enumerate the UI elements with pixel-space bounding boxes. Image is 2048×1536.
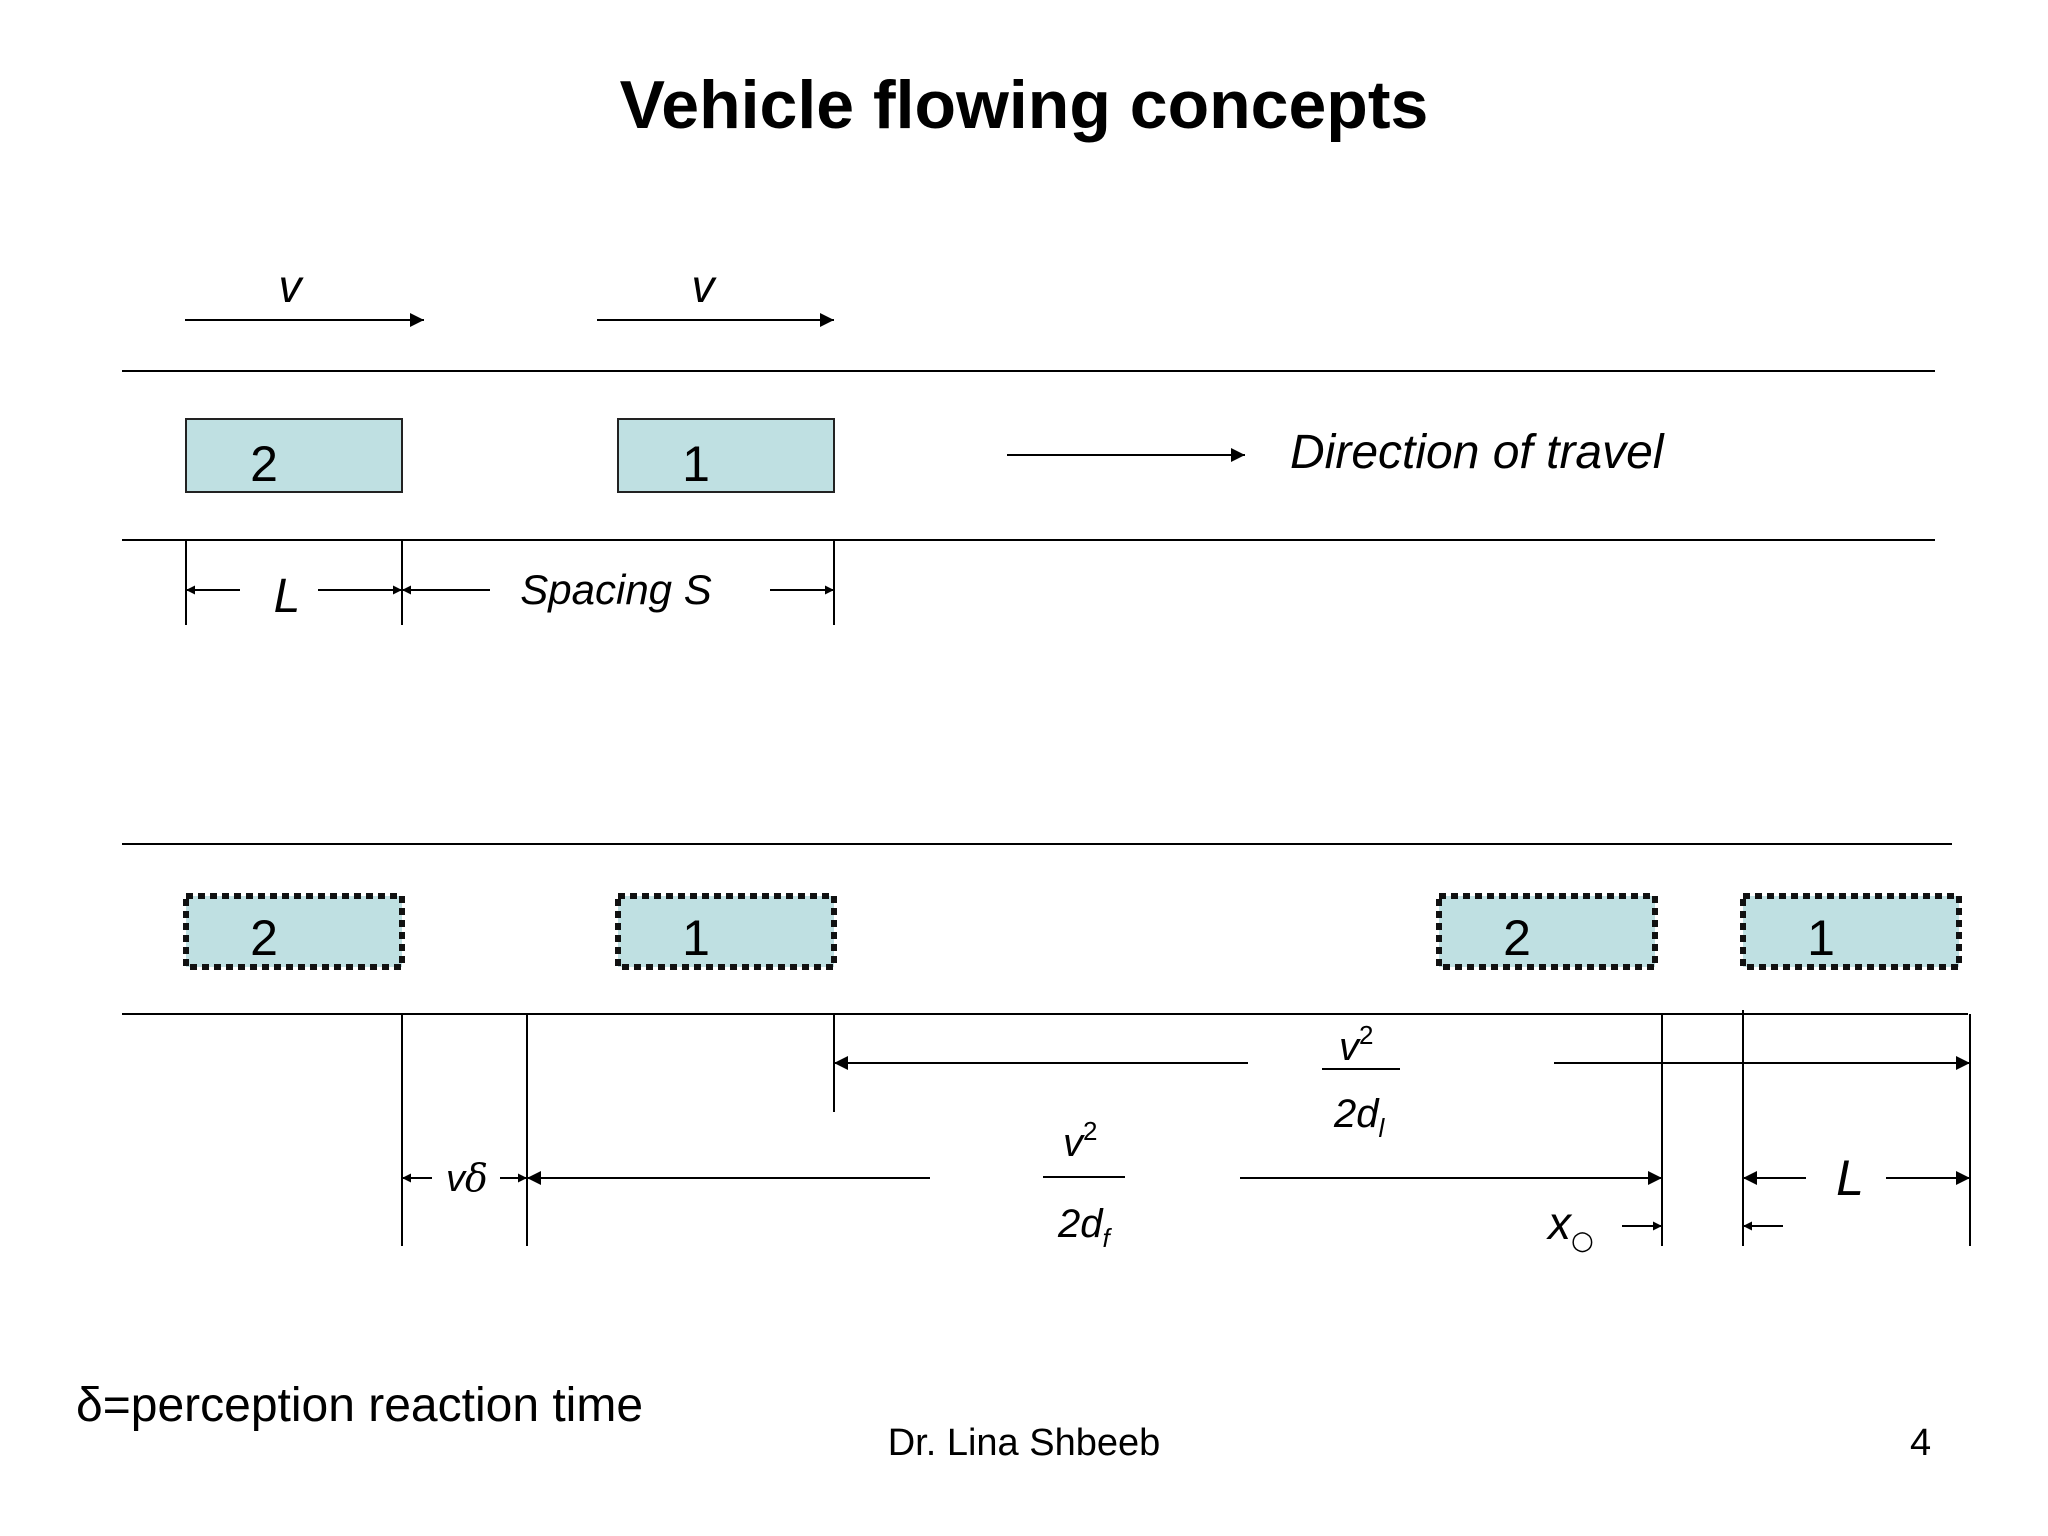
follower-fraction-denominator: 2df	[1057, 1202, 1113, 1253]
vehicle-1-start	[615, 893, 837, 970]
speed-label-front: v	[692, 260, 718, 312]
vehicle-2-top	[185, 418, 403, 493]
direction-label: Direction of travel	[1290, 426, 1665, 479]
vehicle-1-top	[617, 418, 835, 493]
speed-label-rear: v	[279, 260, 305, 312]
vehicle-2-stopped-label: 2	[1503, 910, 1531, 966]
spacing-label: Spacing S	[520, 566, 711, 613]
page-number: 4	[1910, 1422, 1932, 1464]
length-label-bottom: L	[1836, 1150, 1864, 1206]
author-name: Dr. Lina Shbeeb	[887, 1422, 1161, 1464]
vehicle-2-stopped	[1436, 893, 1658, 970]
vehicle-2-top-label: 2	[250, 436, 278, 492]
slide-title: Vehicle flowing concepts	[619, 67, 1429, 143]
length-label-top: L	[274, 570, 301, 623]
leader-fraction-denominator: 2dl	[1333, 1092, 1386, 1143]
reaction-distance-label: vδ	[446, 1156, 488, 1200]
vehicle-1-stopped	[1740, 893, 1962, 970]
vehicle-2-start	[183, 893, 405, 970]
vehicle-1-top-label: 1	[682, 436, 710, 492]
leader-fraction-numerator: v2	[1339, 1020, 1373, 1069]
vehicle-1-stopped-label: 1	[1807, 910, 1835, 966]
follower-fraction-numerator: v2	[1063, 1116, 1097, 1165]
delta-definition: δ=perception reaction time	[76, 1379, 644, 1432]
vehicle-1-start-label: 1	[682, 910, 710, 966]
gap-label: x○	[1546, 1197, 1594, 1256]
vehicle-2-start-label: 2	[250, 910, 278, 966]
